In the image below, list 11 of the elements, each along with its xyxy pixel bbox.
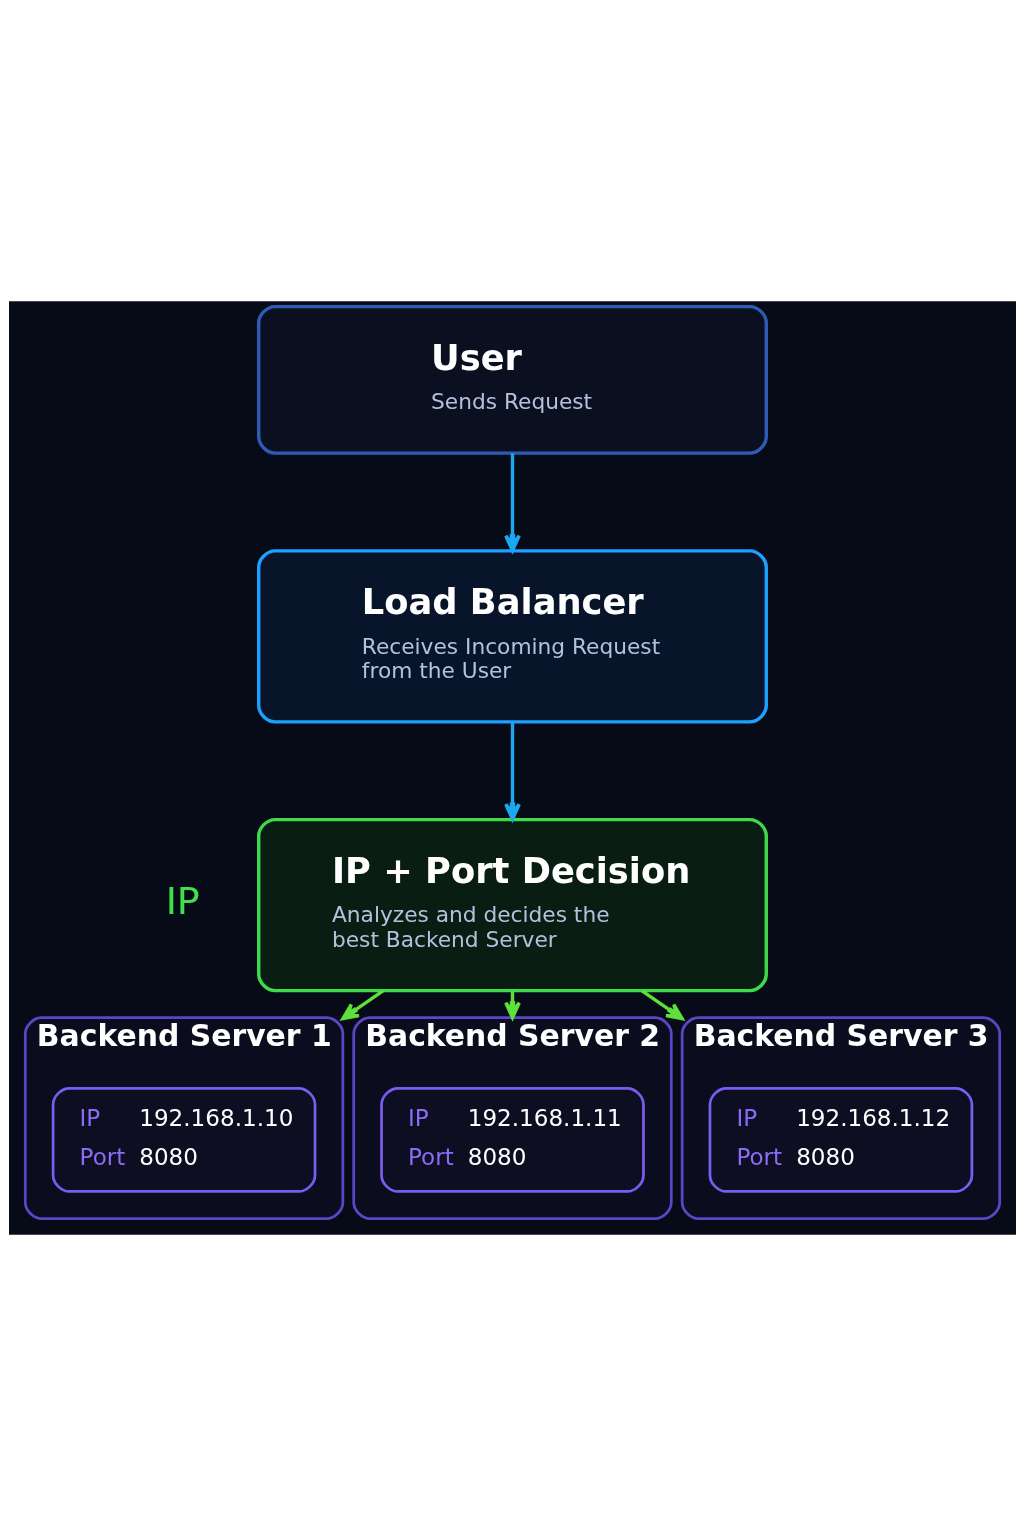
node-box: IP 192.168.1.12 Port 8080 — [708, 1086, 973, 1193]
label: IP — [165, 879, 200, 924]
node-box: User Sends Request — [256, 304, 768, 455]
arrow — [340, 989, 384, 1021]
arrow — [640, 989, 684, 1021]
node-box: Load Balancer Receives Incoming Request from the User — [256, 549, 768, 724]
node-box: IP 192.168.1.10 Port 8080 — [51, 1086, 316, 1193]
node-box: IP + Port Decision Analyzes and decides the best Backend Server — [256, 817, 768, 993]
arrow — [503, 721, 521, 821]
node-box: IP 192.168.1.11 Port 8080 — [379, 1086, 645, 1193]
arrow — [503, 453, 521, 553]
